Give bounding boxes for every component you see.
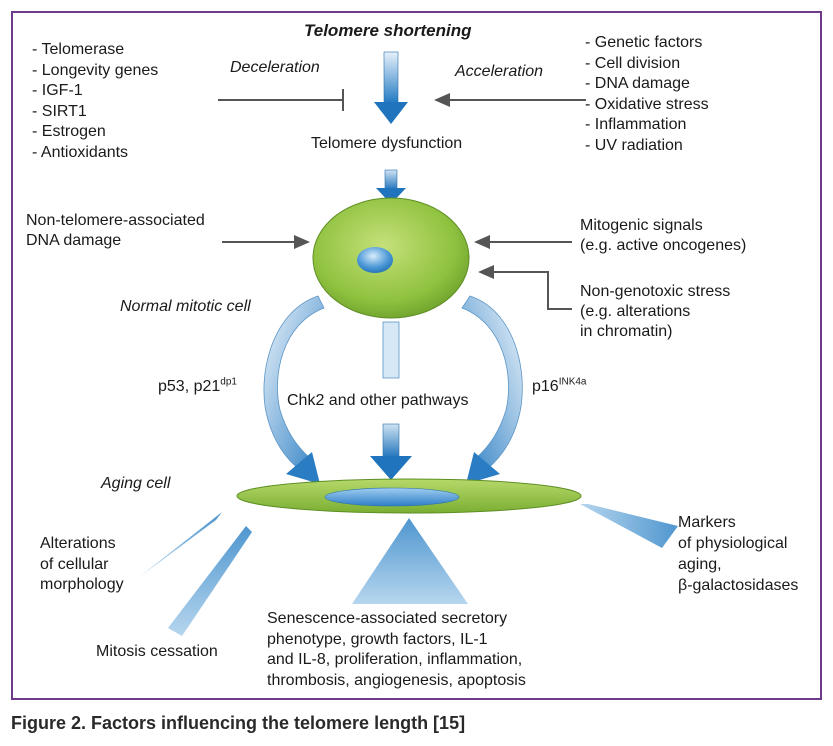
mitogenic-signals-label: Mitogenic signals (e.g. active oncogenes… — [580, 216, 746, 256]
mitogenic-arrow — [474, 235, 572, 249]
label-line: of physiological — [678, 535, 788, 552]
label-line: Non-telomere-associated — [26, 212, 205, 229]
label-line: thrombosis, angiogenesis, apoptosis — [267, 671, 526, 689]
list-item: - Genetic factors — [585, 34, 703, 51]
label-line: morphology — [40, 576, 124, 593]
p16-pathway-label: p16INK4a — [532, 377, 587, 397]
p53-pathway-label: p53, p21dp1 — [158, 377, 237, 397]
deceleration-inhibitor — [218, 89, 344, 111]
non-genotoxic-stress-label: Non-genotoxic stress (e.g. alterations i… — [580, 282, 730, 342]
label-line: Markers — [678, 514, 736, 531]
list-item: - DNA damage — [585, 75, 690, 93]
label-line: Senescence-associated secretory — [267, 610, 508, 627]
acceleration-arrow — [434, 93, 586, 107]
pathway-text: p53, p21 — [158, 378, 221, 395]
label-line: and IL-8, proliferation, inflammation, — [267, 651, 523, 668]
pathway-superscript: INK4a — [558, 376, 587, 388]
sasp-wedge — [352, 518, 468, 604]
list-item: - SIRT1 — [32, 102, 87, 120]
list-item: - IGF-1 — [32, 82, 83, 100]
figure-caption: Figure 2. Factors influencing the telome… — [11, 713, 466, 733]
non-telomere-damage-label: Non-telomere-associated DNA damage — [26, 211, 205, 251]
label-line: Alterations — [40, 535, 116, 552]
label-line: (e.g. alterations — [580, 303, 691, 320]
label-line: Non-genotoxic stress — [580, 283, 731, 300]
list-item: - Longevity genes — [32, 61, 159, 79]
list-item: - Inflammation — [585, 116, 687, 134]
telomere-shortening-title: Telomere shortening — [304, 21, 472, 40]
label-line: aging, — [678, 556, 722, 573]
markers-outcome-label: Markers of physiological aging, β-galact… — [678, 512, 798, 596]
list-item: - Telomerase — [32, 41, 125, 58]
list-item: - Antioxidants — [32, 143, 129, 161]
aging-cell-nucleus — [324, 487, 460, 507]
list-item: - Oxidative stress — [585, 95, 709, 113]
chk2-center-arrow — [370, 321, 412, 480]
dysfunction-to-cell-arrow — [376, 169, 406, 204]
label-line: β-galactosidases — [678, 577, 799, 594]
aging-cell — [236, 478, 582, 514]
mitosis-outcome-label: Mitosis cessation — [96, 643, 218, 660]
acceleration-label: Acceleration — [455, 63, 544, 80]
figure-frame — [11, 11, 822, 700]
pathway-superscript: dp1 — [220, 376, 237, 388]
label-line: of cellular — [40, 555, 109, 573]
morphology-outcome-label: Alterations of cellular morphology — [40, 534, 124, 596]
mitosis-wedge — [168, 526, 252, 636]
accelerators-list: - Genetic factors - Cell division - DNA … — [585, 33, 709, 157]
p53-curved-arrow — [263, 295, 325, 484]
chk2-pathway-label: Chk2 and other pathways — [287, 392, 469, 409]
shortening-arrow — [374, 51, 408, 124]
label-line: DNA damage — [26, 232, 122, 249]
cell-nucleus — [357, 247, 393, 273]
label-line: in chromatin) — [580, 323, 673, 340]
normal-mitotic-cell-label: Normal mitotic cell — [120, 298, 251, 315]
list-item: - Cell division — [585, 54, 681, 72]
markers-wedge — [580, 504, 678, 548]
label-line: phenotype, growth factors, IL-1 — [267, 630, 488, 648]
non-genotoxic-arrow — [478, 265, 572, 310]
deceleration-label: Deceleration — [230, 59, 320, 76]
decelerators-list: - Telomerase - Longevity genes - IGF-1 -… — [32, 40, 158, 164]
dna-damage-arrow — [222, 235, 310, 249]
label-line: Mitogenic signals — [580, 217, 703, 234]
pathway-text: p16 — [532, 378, 559, 395]
p16-curved-arrow — [461, 295, 523, 484]
normal-mitotic-cell — [312, 197, 470, 319]
label-line: (e.g. active oncogenes) — [580, 237, 747, 254]
aging-cell-label: Aging cell — [101, 475, 171, 492]
list-item: - Estrogen — [32, 123, 106, 141]
list-item: - UV radiation — [585, 136, 683, 154]
sasp-outcome-label: Senescence-associated secretory phenotyp… — [267, 609, 526, 691]
telomere-dysfunction-label: Telomere dysfunction — [311, 135, 463, 152]
morphology-wedge — [138, 512, 222, 578]
